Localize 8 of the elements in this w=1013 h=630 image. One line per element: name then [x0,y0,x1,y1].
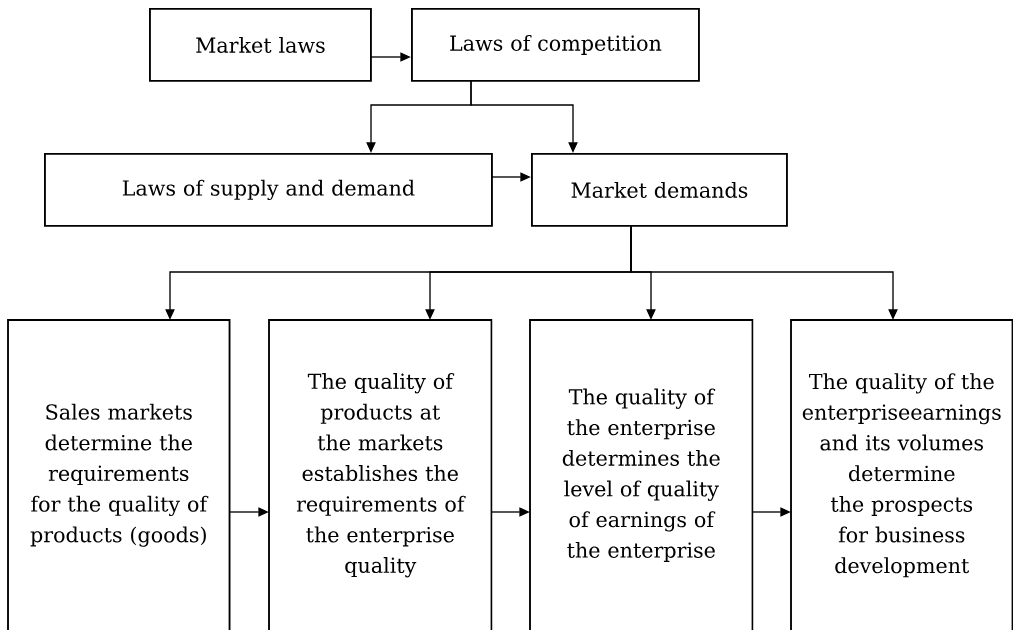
text-box: The quality of products at the markets establishes the requirements of the enterprise quality [268,319,493,630]
text-box: Market laws [149,8,372,82]
text-box: The quality of the enterpriseearnings and its volumes determine the prospects for business development [790,319,1013,630]
text-box: Market demands [531,153,788,227]
text-box: The quality of the enterprise determines the level of quality of earnings of the enterprise [529,319,754,630]
text-box: Laws of competition [411,8,700,82]
text-box: Laws of supply and demand [44,153,493,227]
text-box: Sales markets determine the requirements for the quality of products (goods) [7,319,231,630]
